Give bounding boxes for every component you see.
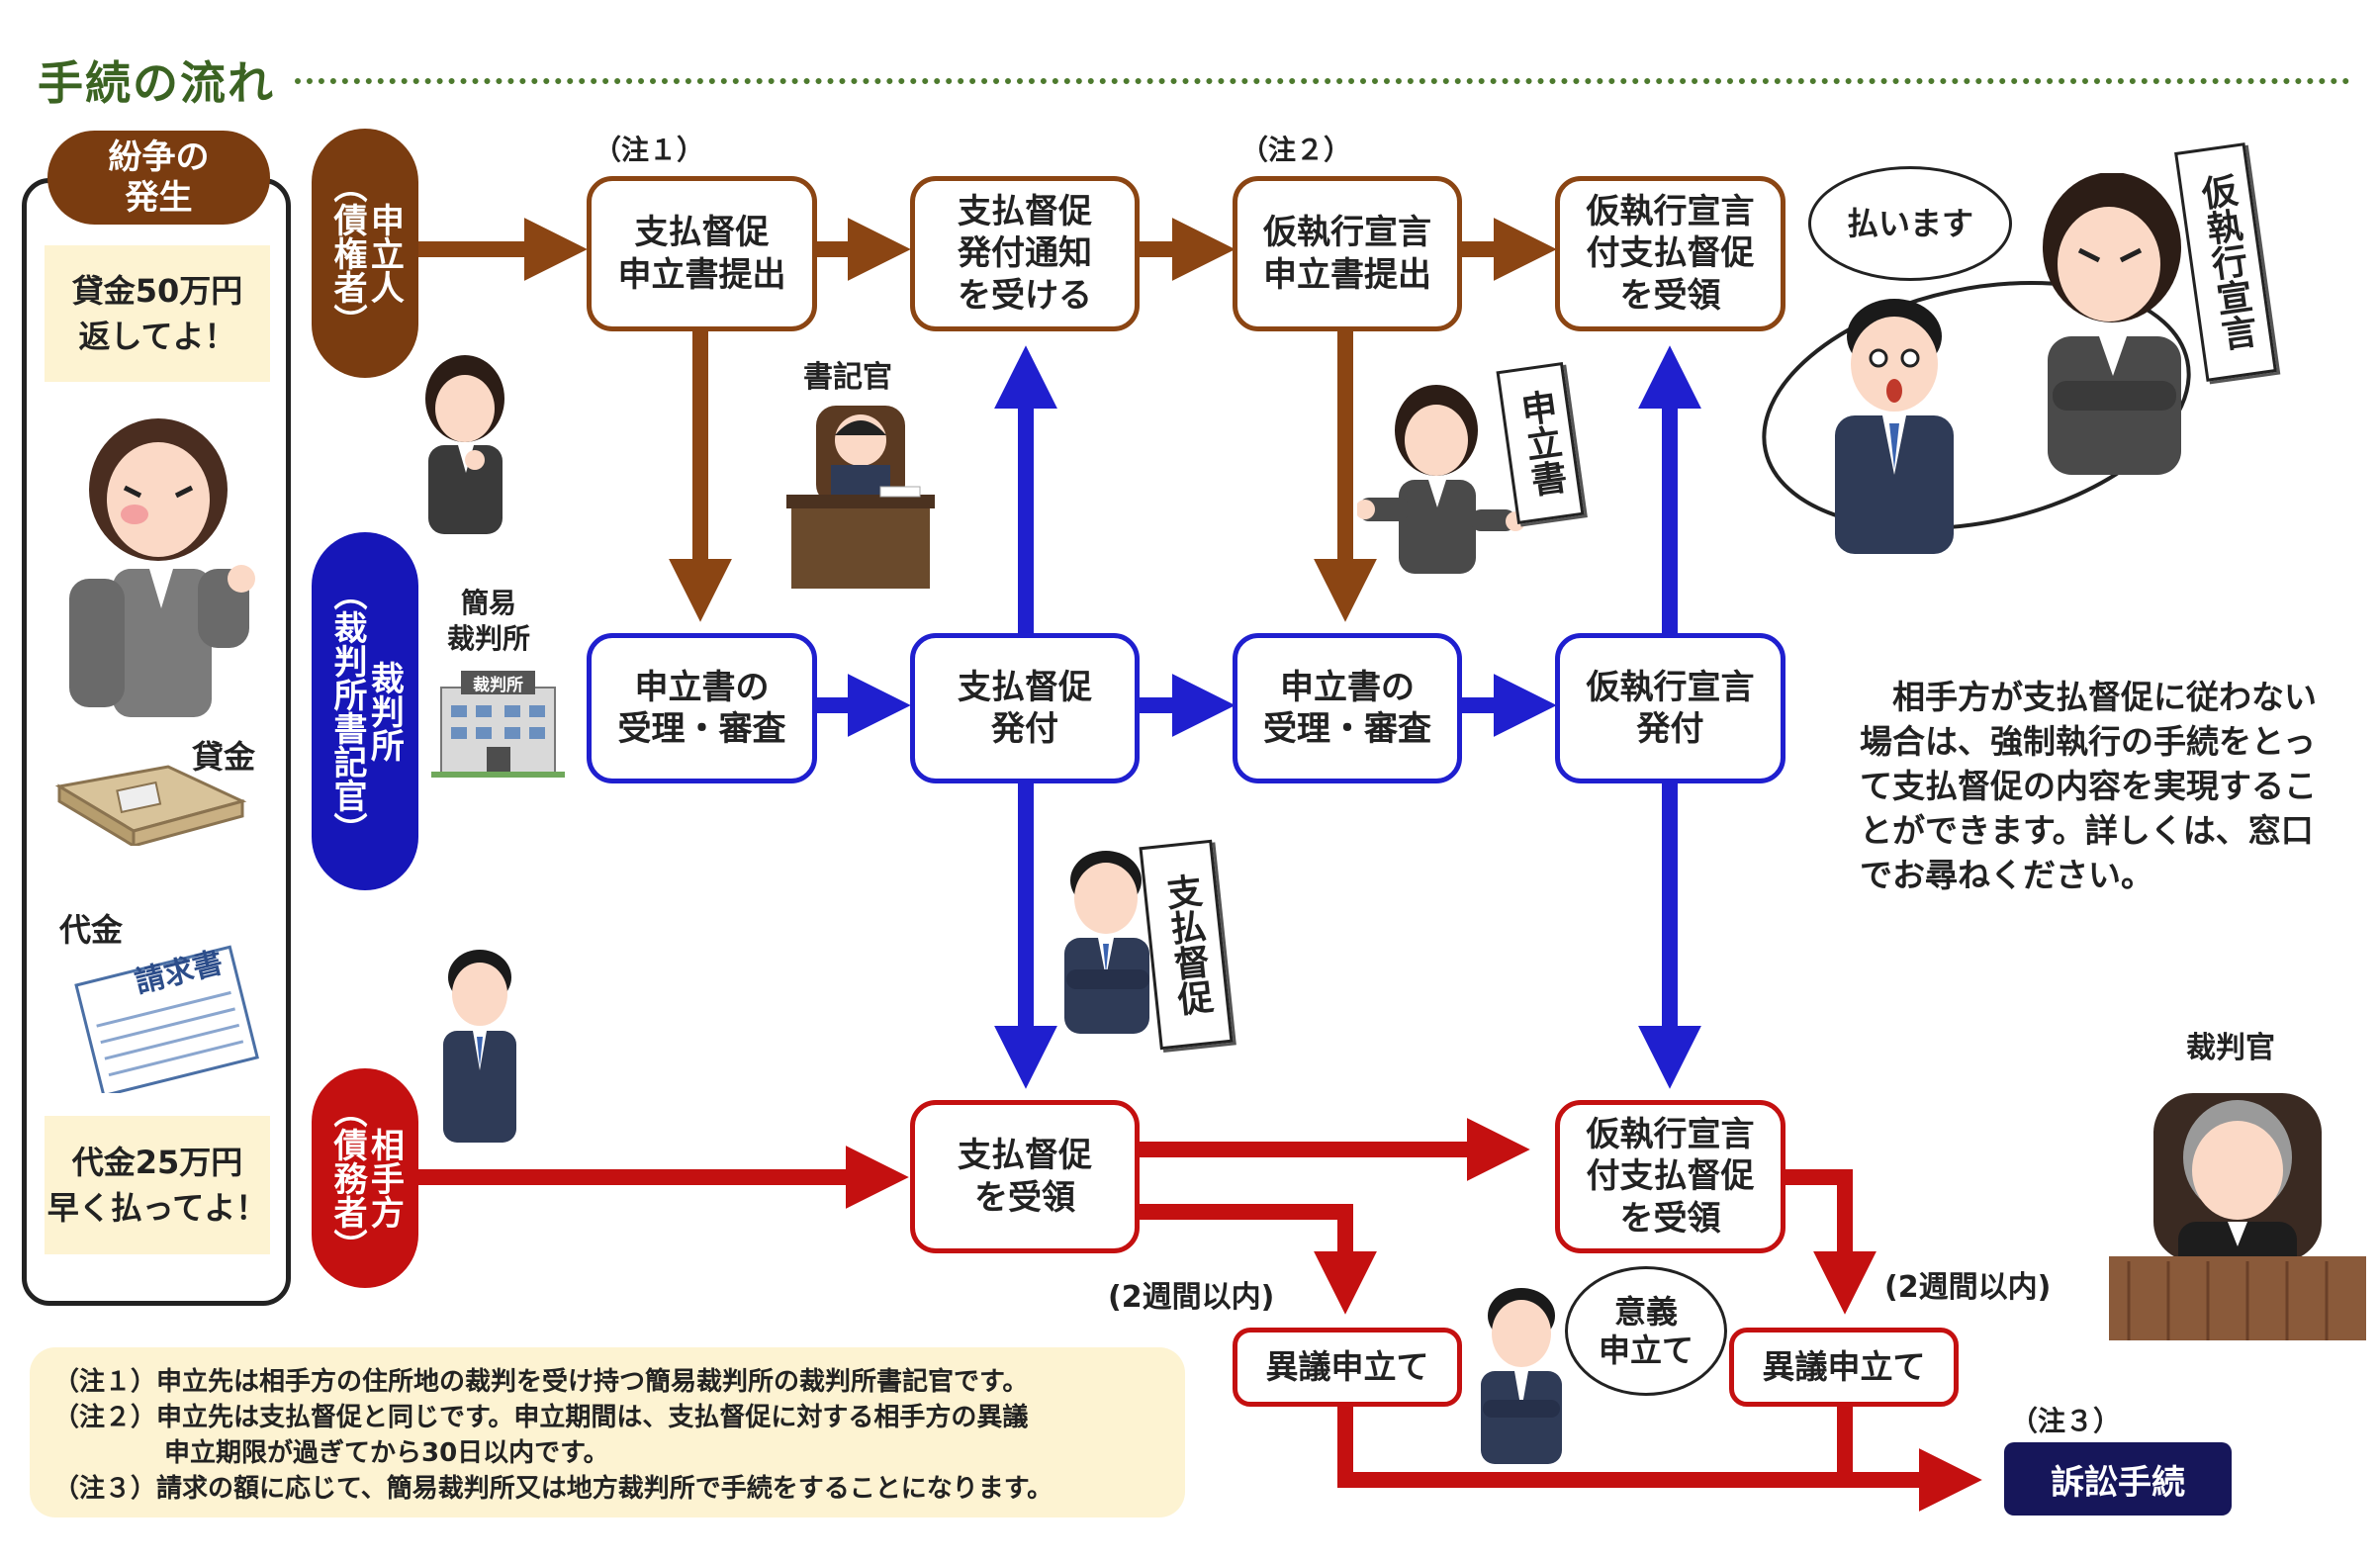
note1-tag-top: （注１）	[594, 134, 705, 166]
box-notice-issue: 支払督促 発付通知 を受ける	[910, 176, 1140, 331]
note2-tag-top: （注２）	[1240, 134, 1352, 166]
box-receive-provisional-applicant: 仮執行宣言 付支払督促 を受領	[1555, 176, 1785, 331]
box-receive-provisional-respondent: 仮執行宣言 付支払督促 を受領	[1555, 1100, 1785, 1253]
row-label-applicant: 申立人 （債権者）	[312, 129, 418, 378]
applicant-woman-illustration	[425, 355, 504, 534]
court-building-sign: 裁判所	[473, 676, 523, 695]
loan-demand-box: 貸金50万円 返してよ！	[45, 245, 270, 382]
invoice-illustration	[74, 945, 259, 1093]
note3-tag-top: （注３）	[2010, 1405, 2122, 1437]
objecting-man-illustration	[1481, 1288, 1562, 1464]
box-issue-order: 支払督促 発付	[910, 633, 1140, 783]
dispute-header: 紛争の 発生	[47, 131, 270, 225]
footnotes-box: （注１）申立先は相手方の住所地の裁判を受け持つ簡易裁判所の裁判所書記官です。 （…	[30, 1347, 1185, 1517]
woman-with-application-illustration	[1357, 385, 1525, 574]
court-name-label: 簡易 裁判所	[447, 587, 531, 656]
judge-illustration	[2109, 1093, 2366, 1340]
fee-label: 代金	[59, 911, 124, 949]
bubble-pay: 払います	[1808, 166, 2012, 281]
clerk-at-desk-illustration	[786, 406, 935, 589]
respondent-man-illustration	[443, 950, 516, 1143]
row-label-respondent: 相手方 （債務者）	[312, 1068, 418, 1288]
fee-demand-box: 代金25万円 早く払ってよ！	[45, 1116, 270, 1254]
box-apply-provisional: 仮執行宣言 申立書提出	[1233, 176, 1462, 331]
money-bundle-illustration	[54, 765, 247, 846]
box-accept-review-1: 申立書の 受理・審査	[587, 633, 817, 783]
loan-label: 貸金	[192, 738, 256, 776]
bubble-objection: 意義 申立て	[1565, 1266, 1727, 1396]
judge-label: 裁判官	[2186, 1031, 2275, 1065]
box-accept-review-2: 申立書の 受理・審査	[1233, 633, 1462, 783]
two-weeks-right: (2週間以内)	[1884, 1270, 2052, 1305]
surprised-man-illustration	[1835, 299, 1954, 554]
footnote-2: （注２）申立先は支払督促と同じです。申立期間は、支払督促に対する相手方の異議	[53, 1403, 1029, 1432]
box-objection-right: 異議申立て	[1729, 1328, 1959, 1407]
footnote-1: （注１）申立先は相手方の住所地の裁判を受け持つ簡易裁判所の裁判所書記官です。	[53, 1367, 1029, 1397]
box-litigation: 訴訟手続	[2004, 1442, 2232, 1516]
arrow-provisional-to-objection	[1785, 1169, 1877, 1315]
respondent-man-troubled-illustration	[1064, 851, 1149, 1034]
box-apply-order: 支払督促 申立書提出	[587, 176, 817, 331]
box-receive-order: 支払督促 を受領	[910, 1100, 1140, 1253]
two-weeks-left: (2週間以内)	[1108, 1280, 1275, 1315]
creditor-woman-arms-crossed-illustration	[2043, 173, 2181, 475]
enforcement-note: 相手方が支払督促に従わない場合は、強制執行の手続をとって支払督促の内容を実現する…	[1860, 678, 2317, 894]
box-issue-provisional: 仮執行宣言 発付	[1555, 633, 1785, 783]
row-label-court: 裁判所 （裁判所書記官）	[312, 532, 418, 890]
box-objection-left: 異議申立て	[1233, 1328, 1462, 1407]
arrow-receive-to-objection	[1140, 1204, 1377, 1315]
arrow-objection-left-to-litigation	[1337, 1407, 1982, 1512]
clerk-label: 書記官	[803, 360, 892, 395]
angry-woman-illustration	[69, 418, 255, 717]
footnote-3: （注３）請求の額に応じて、簡易裁判所又は地方裁判所で手続をすることになります。	[53, 1474, 1053, 1504]
footnote-2-cont: 申立期限が過ぎてから30日以内です。	[164, 1438, 609, 1468]
page-title: 手続の流れ	[38, 56, 275, 110]
court-building-icon	[431, 671, 565, 778]
conversation-ellipse	[1762, 280, 2191, 531]
title-dotted-rule	[295, 78, 2350, 84]
